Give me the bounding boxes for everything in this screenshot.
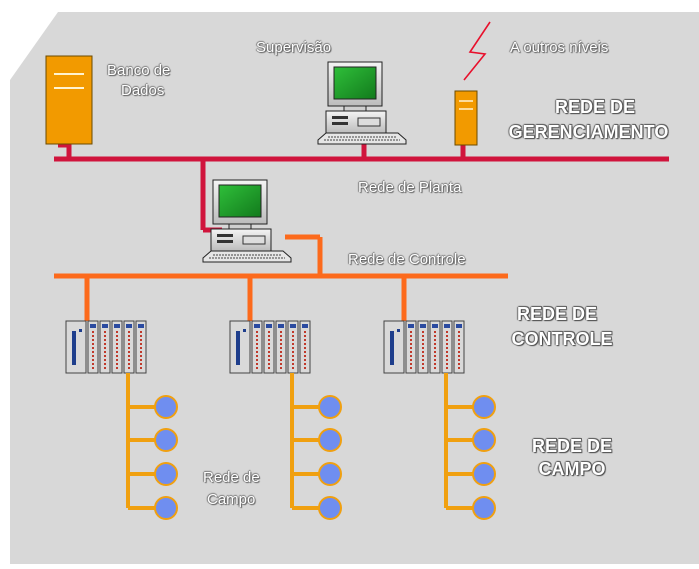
field-device-icon [318, 462, 342, 486]
banco-label-line1: Banco de [107, 62, 171, 79]
plc-1-icon [65, 320, 147, 374]
level-campo-line2: CAMPO [538, 459, 606, 479]
field-device-icon [154, 428, 178, 452]
field-device-icon [472, 395, 496, 419]
level-controle-line1: REDE DE [516, 304, 597, 324]
field-networks [126, 373, 496, 520]
rede-campo-label-line2: Campo [207, 491, 256, 508]
field-device-icon [154, 496, 178, 520]
field-device-icon [472, 496, 496, 520]
control-network [54, 234, 508, 321]
outros-niveis-label: A outros níveis [510, 39, 609, 56]
rede-controle-label: Rede de Controle [348, 251, 466, 268]
database-server [45, 55, 93, 145]
banco-label-line2: Dados [121, 82, 165, 99]
rede-campo-label-line1: Rede de [203, 469, 260, 486]
field-device-icon [318, 395, 342, 419]
field-device-icon [318, 496, 342, 520]
plc-2-icon [229, 320, 311, 374]
level-campo-line1: REDE DE [531, 436, 612, 456]
field-device-icon [472, 462, 496, 486]
field-device-icon [318, 428, 342, 452]
gateway-server [454, 90, 478, 146]
field-device-icon [154, 462, 178, 486]
plc-3-icon [383, 320, 465, 374]
field-device-icon [154, 395, 178, 419]
level-gerenciamento-line1: REDE DE [554, 97, 635, 117]
level-gerenciamento-line2: GERENCIAMENTO [508, 122, 669, 142]
level-controle-line2: CONTROLE [511, 329, 613, 349]
lightning-icon [463, 21, 491, 81]
field-device-icon [472, 428, 496, 452]
rede-planta-label: Rede de Planta [358, 179, 462, 196]
supervisao-label: Supervisão [256, 39, 332, 56]
corner-wedge [10, 12, 58, 80]
